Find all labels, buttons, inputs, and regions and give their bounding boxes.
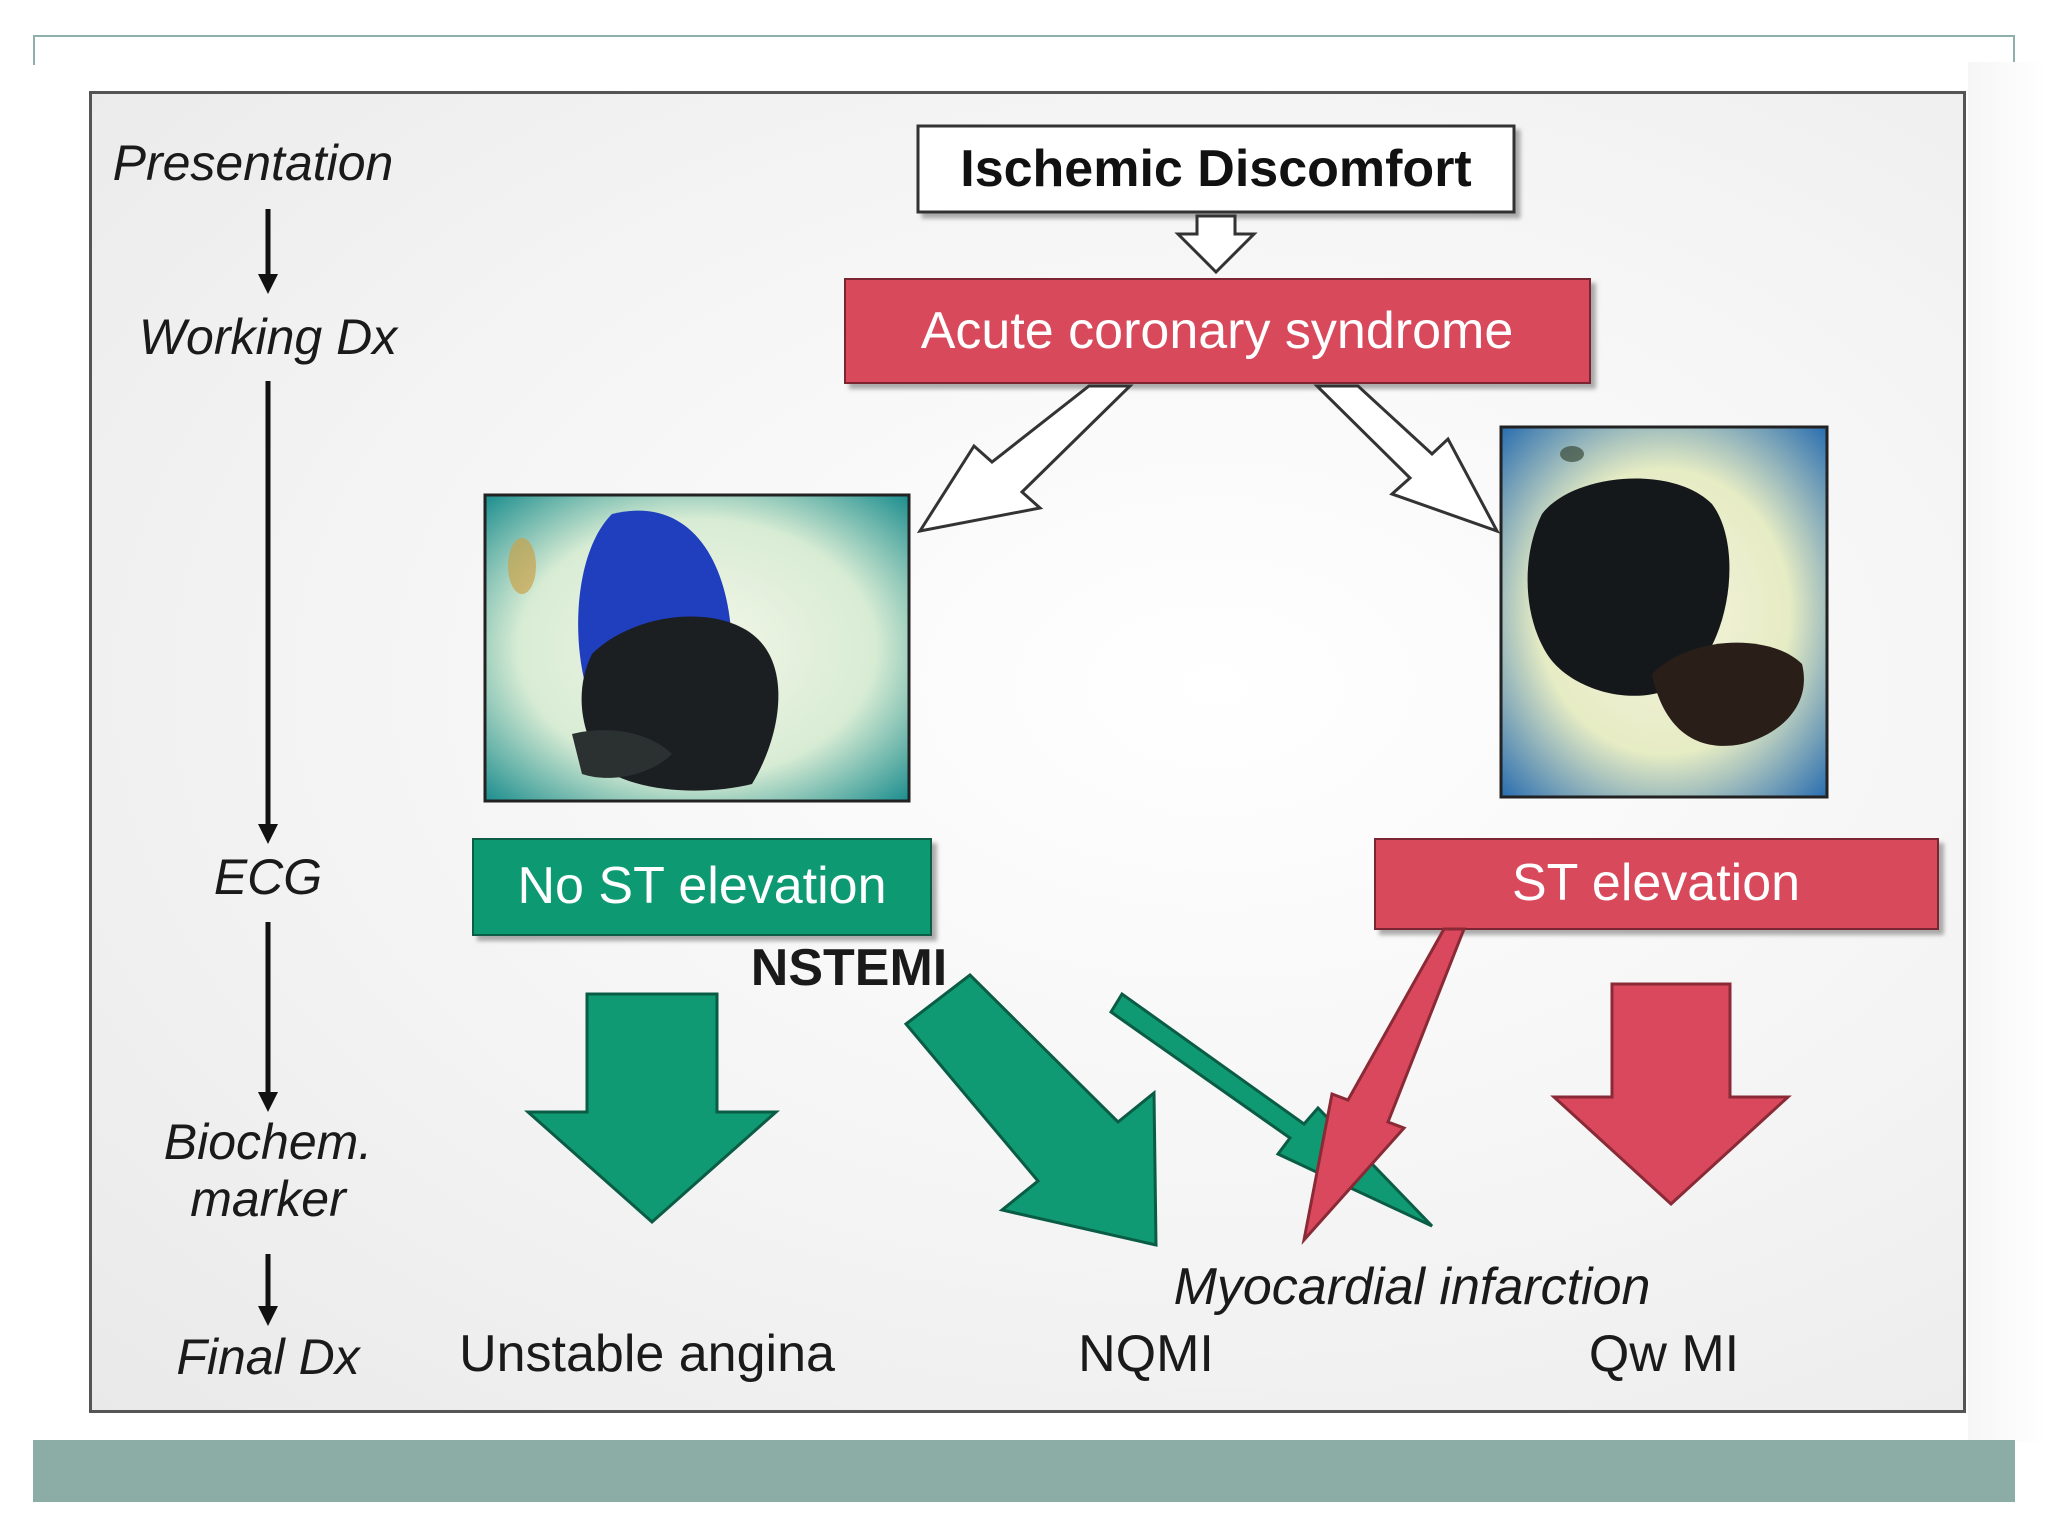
red-arrow-thin-mi xyxy=(1301,927,1467,1246)
stage-presentation: Presentation xyxy=(113,135,394,191)
red-arrow-qw-mi xyxy=(1550,982,1792,1207)
green-arrow-unstable-angina xyxy=(524,992,780,1225)
diagram-canvas: Presentation Working Dx ECG Biochem. mar… xyxy=(113,124,1939,1385)
angioscopy-image-right xyxy=(1499,425,1829,799)
slide-bottom-bar xyxy=(33,1440,2015,1502)
ischemic-discomfort-box xyxy=(916,124,1516,214)
hollow-arrow-to-acs xyxy=(1174,214,1258,275)
stage-ecg: ECG xyxy=(214,849,322,905)
st-elevation-box xyxy=(1374,838,1939,930)
stage-working-dx: Working Dx xyxy=(139,309,399,365)
nqmi-label: NQMI xyxy=(1078,1325,1214,1383)
no-st-elevation-box xyxy=(472,838,932,936)
slide-top-rule xyxy=(33,35,2015,65)
ischemic-discomfort-label: Ischemic Discomfort xyxy=(960,140,1472,198)
hollow-arrow-left xyxy=(916,384,1134,534)
unstable-angina-label: Unstable angina xyxy=(459,1325,835,1383)
st-elevation-label: ST elevation xyxy=(1512,854,1800,912)
nstemi-label: NSTEMI xyxy=(751,939,947,997)
angioscopy-image-left xyxy=(483,493,911,803)
stage-final-dx: Final Dx xyxy=(176,1329,361,1385)
stage-biochem-line1: Biochem. xyxy=(164,1114,372,1170)
myocardial-infarction-label: Myocardial infarction xyxy=(1174,1258,1651,1316)
qw-mi-label: Qw MI xyxy=(1589,1325,1739,1383)
green-arrow-nqmi xyxy=(903,973,1158,1247)
acs-label: Acute coronary syndrome xyxy=(921,302,1514,360)
no-st-elevation-label: No ST elevation xyxy=(517,857,886,915)
hollow-arrow-right xyxy=(1313,384,1501,534)
stage-biochem-line2: marker xyxy=(190,1171,348,1227)
slide-right-shade xyxy=(1968,62,2048,1442)
acs-box xyxy=(844,278,1591,384)
acs-flow-diagram: Presentation Working Dx ECG Biochem. mar… xyxy=(89,91,1966,1413)
